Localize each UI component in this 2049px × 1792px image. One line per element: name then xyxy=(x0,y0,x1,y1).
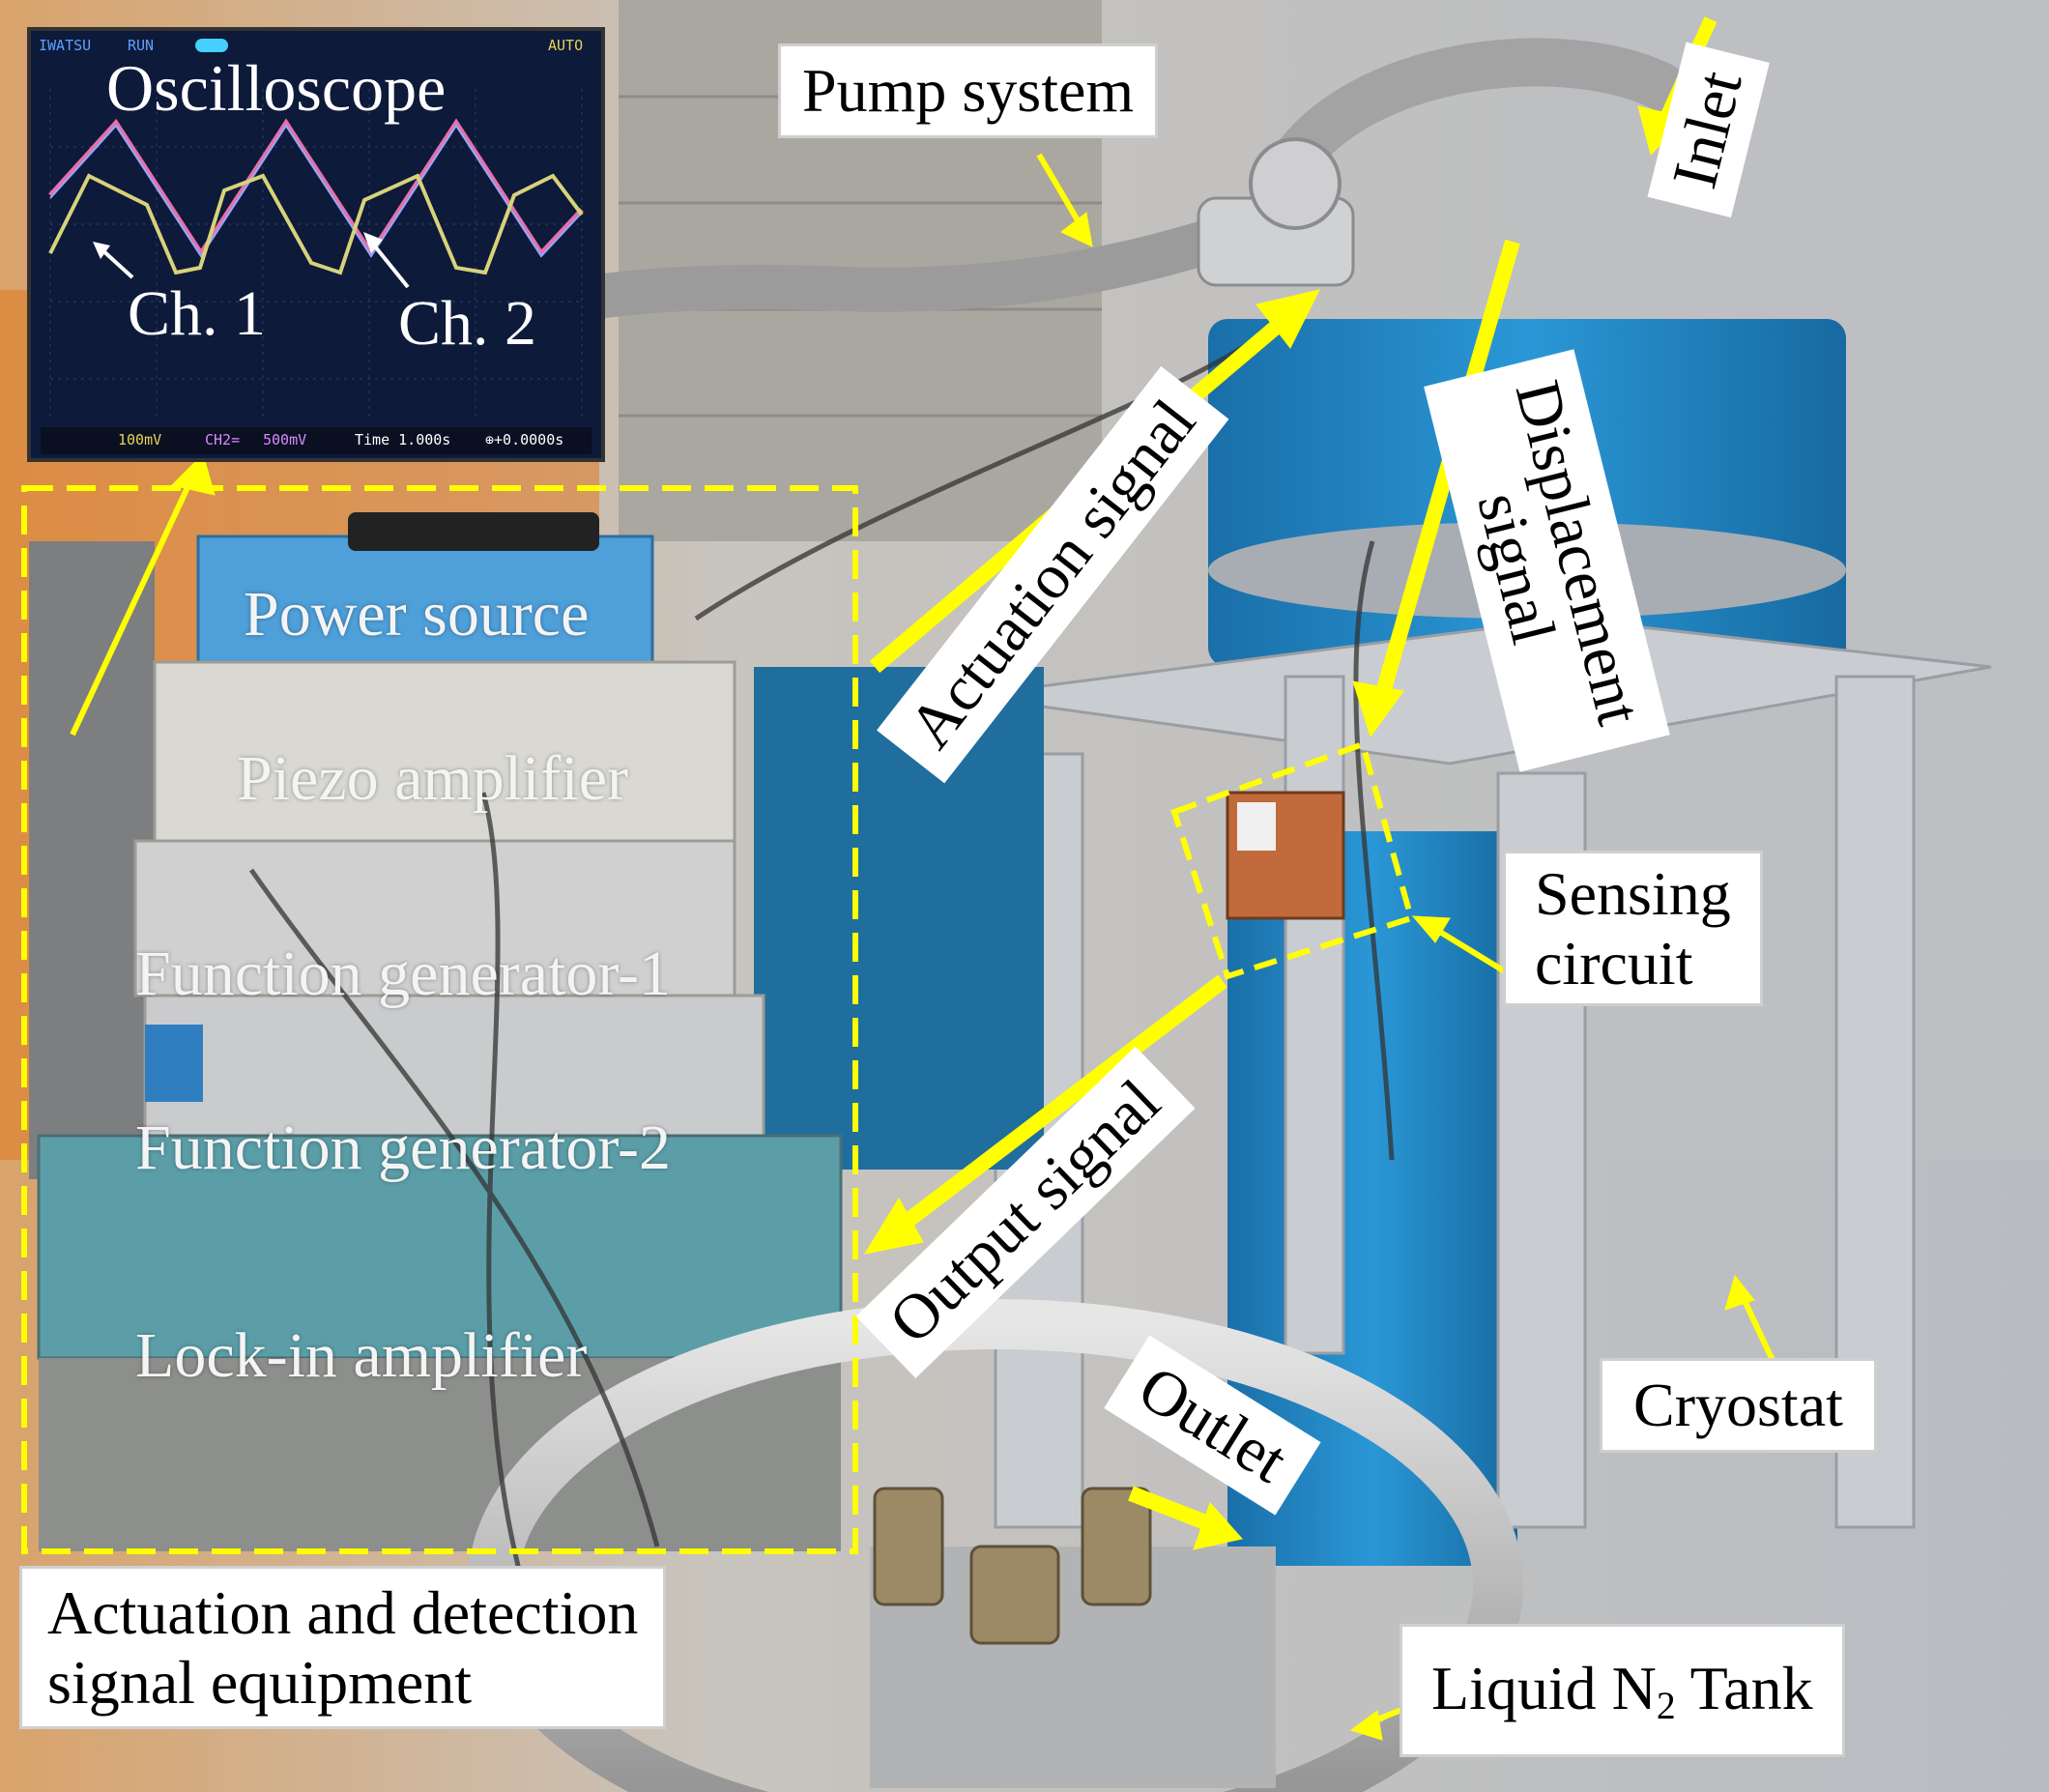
sensing-circuit-line2: circuit xyxy=(1535,928,1693,997)
tank-label-suffix: Tank xyxy=(1675,1654,1813,1722)
scope-trigger-mode: AUTO xyxy=(548,37,584,54)
cables xyxy=(248,335,1395,1644)
ch2-trace-blue xyxy=(49,124,583,258)
liquid-n2-tank-label: Liquid N2 Tank xyxy=(1400,1624,1845,1758)
vacuum-flange xyxy=(1249,137,1342,230)
pump-system-label: Pump system xyxy=(778,43,1159,138)
time-scale: Time 1.000s xyxy=(355,431,451,448)
fg2-blue-panel xyxy=(145,1025,203,1102)
tank-label-prefix: Liquid N xyxy=(1431,1654,1657,1722)
oscilloscope-title: Oscilloscope xyxy=(106,51,447,125)
sensing-circuit-line1: Sensing xyxy=(1535,859,1731,928)
ch1-scale: 100mV xyxy=(118,431,162,448)
tank-valves xyxy=(873,1487,1152,1645)
time-offset: ⊕+0.0000s xyxy=(485,431,564,448)
pump-system-text: Pump system xyxy=(802,56,1135,125)
ch2-label: Ch. 2 xyxy=(398,288,537,359)
function-generator-1-box xyxy=(133,839,736,997)
phone xyxy=(348,512,599,551)
ch2-scale: 500mV xyxy=(263,431,307,448)
cryostat-text: Cryostat xyxy=(1633,1371,1843,1439)
cryostat-label: Cryostat xyxy=(1600,1358,1877,1453)
sensing-board-chip xyxy=(1237,802,1276,851)
ch1-label: Ch. 1 xyxy=(128,278,267,349)
function-generator-2-box xyxy=(143,994,765,1138)
left-rack xyxy=(29,541,155,1179)
scope-brand: IWATSU xyxy=(39,37,92,54)
power-source-box xyxy=(196,535,654,664)
sensing-circuit-dashed-box xyxy=(1170,740,1415,980)
equipment-group-line1: Actuation and detection xyxy=(47,1578,639,1647)
lock-in-amplifier-label: Lock-in amplifier xyxy=(135,1320,588,1391)
equipment-dashed-box xyxy=(21,485,858,1554)
piezo-amplifier-label: Piezo amplifier xyxy=(237,743,629,814)
ch2-tag: CH2= xyxy=(205,431,241,448)
equipment-group-label: Actuation and detection signal equipment xyxy=(19,1566,667,1730)
tank-label-subscript: 2 xyxy=(1656,1684,1676,1727)
equipment-group-line2: signal equipment xyxy=(47,1647,473,1717)
function-generator-2-label: Function generator-2 xyxy=(135,1113,672,1183)
ch2-trace xyxy=(48,118,584,258)
oscilloscope-screen: IWATSU RUN AUTO Oscilloscope Ch. 1 Ch. 2… xyxy=(27,27,605,462)
lock-in-amplifier-box xyxy=(37,1134,843,1360)
power-source-label: Power source xyxy=(244,579,590,650)
oscilloscope-grid xyxy=(41,89,592,454)
ch1-trace xyxy=(48,173,584,275)
scope-battery-icon xyxy=(195,39,228,52)
piezo-amplifier-box xyxy=(153,660,736,843)
sensing-circuit-label: Sensing circuit xyxy=(1503,851,1763,1007)
scope-run-state: RUN xyxy=(128,37,155,54)
blue-table xyxy=(754,667,1044,1170)
pump-tube-upper xyxy=(1261,38,1687,198)
function-generator-1-label: Function generator-1 xyxy=(135,939,672,1009)
